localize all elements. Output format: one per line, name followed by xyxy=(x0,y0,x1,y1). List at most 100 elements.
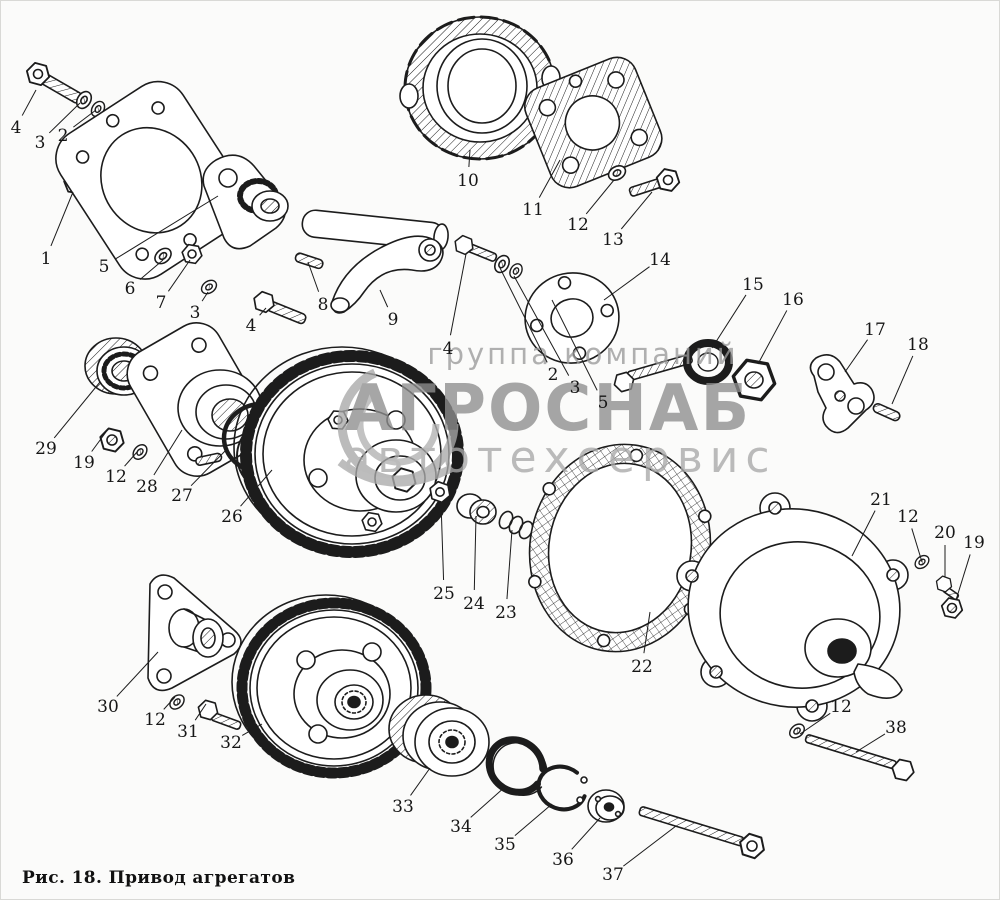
part-callout-38: 38 xyxy=(885,718,907,738)
callout-line-3 xyxy=(513,275,570,376)
callout-line-30 xyxy=(116,651,159,697)
part-15-seal xyxy=(683,339,733,385)
watermark-swirl-icon xyxy=(356,382,440,466)
callout-line-17 xyxy=(844,339,868,373)
callout-line-16 xyxy=(757,310,788,365)
part-callout-3: 3 xyxy=(570,378,581,398)
callout-line-35 xyxy=(514,803,553,836)
watermark-swirl-icon xyxy=(337,458,454,487)
callout-line-12 xyxy=(585,179,615,215)
callout-line-25 xyxy=(440,501,445,581)
part-callout-14: 14 xyxy=(649,250,671,270)
part-16-nut xyxy=(728,356,780,404)
part-10-cover xyxy=(399,15,561,161)
part-callout-12: 12 xyxy=(830,697,852,717)
part-callout-12: 12 xyxy=(144,710,166,730)
part-31-bolt xyxy=(195,698,242,730)
part-callout-3: 3 xyxy=(35,133,46,153)
part-32-gear xyxy=(231,594,432,779)
callout-line-21 xyxy=(851,510,876,557)
callout-line-14 xyxy=(603,266,650,301)
callout-line-7 xyxy=(167,259,191,292)
part-28-housing xyxy=(126,322,268,477)
callout-line-8 xyxy=(307,261,320,292)
part-callout-6: 6 xyxy=(125,279,136,299)
part-5-bracket xyxy=(202,154,289,250)
part-callout-2: 2 xyxy=(548,365,559,385)
callout-line-13 xyxy=(620,191,653,230)
callout-line-2 xyxy=(499,267,548,363)
part-callout-17: 17 xyxy=(864,320,886,340)
callout-line-33 xyxy=(410,767,431,796)
part-callout-18: 18 xyxy=(907,335,929,355)
part-25-bolt xyxy=(426,479,454,505)
callout-line-26 xyxy=(240,469,273,507)
part-callout-4: 4 xyxy=(246,316,257,336)
part-19-nut xyxy=(96,426,128,454)
part-callout-24: 24 xyxy=(463,594,485,614)
callout-line-19 xyxy=(955,554,971,601)
part-callout-23: 23 xyxy=(495,603,517,623)
callout-line-36 xyxy=(571,817,601,850)
part-callout-9: 9 xyxy=(388,310,399,330)
callout-line-6 xyxy=(139,259,164,280)
part-callout-33: 33 xyxy=(392,797,414,817)
callout-line-5 xyxy=(551,299,598,391)
part-9-yoke xyxy=(330,235,444,314)
callout-line-19 xyxy=(91,431,107,452)
part-33-clutch xyxy=(388,694,490,777)
part-30-bracket xyxy=(147,574,242,692)
callout-line-12 xyxy=(124,451,138,467)
watermark: группа компаний АГРОСНАБ автотехсервис xyxy=(337,337,770,487)
part-20-screw xyxy=(933,574,960,601)
callout-line-1 xyxy=(50,191,74,247)
part-7-bolt xyxy=(179,242,205,266)
part-14-flange xyxy=(524,272,620,364)
callout-line-37 xyxy=(623,825,677,867)
part-callout-13: 13 xyxy=(602,230,624,250)
callout-line-34 xyxy=(470,785,507,818)
part-callout-5: 5 xyxy=(99,257,110,277)
part-callout-21: 21 xyxy=(870,490,892,510)
part-callout-32: 32 xyxy=(220,733,242,753)
part-27-pin xyxy=(195,452,223,466)
part-callout-4: 4 xyxy=(11,118,22,138)
part-callout-16: 16 xyxy=(782,290,804,310)
part-callout-4: 4 xyxy=(443,339,454,359)
part-callout-35: 35 xyxy=(494,835,516,855)
callout-line-12 xyxy=(911,528,923,563)
diagram-art xyxy=(23,15,966,862)
part-35-circlip xyxy=(536,764,588,812)
callout-line-31 xyxy=(194,703,207,721)
part-callout-12: 12 xyxy=(105,467,127,487)
part-callout-1: 1 xyxy=(41,249,52,269)
callout-line-4 xyxy=(449,253,467,336)
part-17-rocker xyxy=(809,354,875,434)
part-5-long-bolt xyxy=(611,353,693,394)
callout-line-38 xyxy=(855,733,886,753)
part-38-stud xyxy=(804,734,917,783)
callout-line-18 xyxy=(891,355,914,405)
callout-line-15 xyxy=(711,294,747,349)
callout-line-5 xyxy=(114,195,219,260)
part-callout-5: 5 xyxy=(598,393,609,413)
part-callout-20: 20 xyxy=(934,523,956,543)
watermark-line1: группа компаний xyxy=(427,337,738,371)
part-mid-fasteners xyxy=(451,233,526,282)
part-callout-19: 19 xyxy=(963,533,985,553)
callout-line-12 xyxy=(799,712,831,735)
watermark-line2: АГРОСНАБ xyxy=(345,372,751,446)
part-4-bolt-mid xyxy=(250,289,307,325)
part-callout-25: 25 xyxy=(433,584,455,604)
part-callout-8: 8 xyxy=(318,295,329,315)
callout-line-10 xyxy=(468,149,471,168)
part-callout-2: 2 xyxy=(58,126,69,146)
part-callout-12: 12 xyxy=(567,215,589,235)
callout-line-2 xyxy=(73,109,97,128)
part-11-plate xyxy=(523,56,663,189)
part-callout-11: 11 xyxy=(522,200,544,220)
callout-line-3 xyxy=(201,291,209,302)
